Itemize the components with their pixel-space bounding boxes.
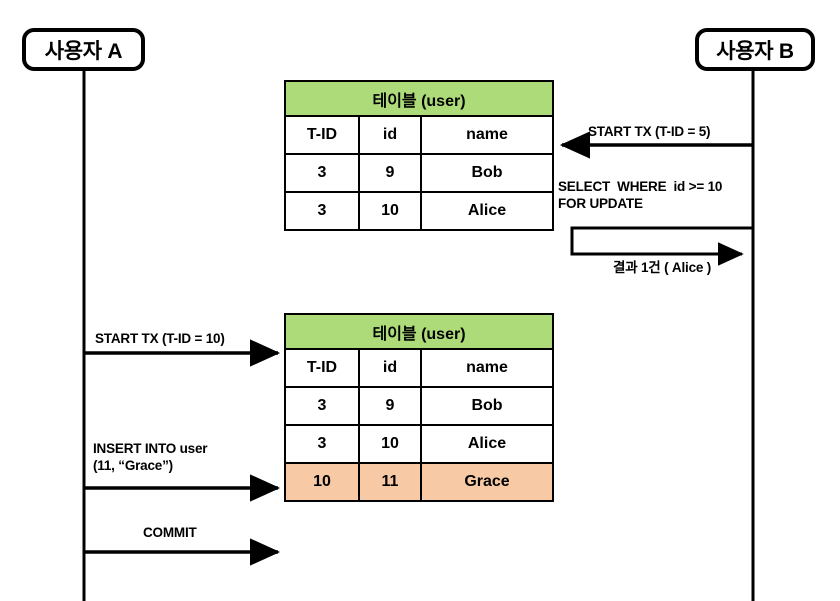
message-label-start-tx-10: START TX (T-ID = 10)	[95, 331, 225, 346]
message-label-commit: COMMIT	[143, 525, 197, 540]
table-row: 3 9 Bob	[284, 386, 554, 426]
table-row: 3 9 Bob	[284, 153, 554, 193]
cell-tid: 3	[284, 153, 360, 193]
actor-box-user-a[interactable]: 사용자 A	[22, 28, 145, 71]
cell-id: 11	[358, 462, 422, 502]
message-label-start-tx-5: START TX (T-ID = 5)	[588, 124, 711, 139]
table-row: 3 10 Alice	[284, 424, 554, 464]
cell-id: 9	[358, 386, 422, 426]
table-title-row: 테이블 (user)	[284, 80, 554, 117]
cell-name: Alice	[420, 191, 554, 231]
cell-id: 9	[358, 153, 422, 193]
table-title-row: 테이블 (user)	[284, 313, 554, 350]
column-header-tid: T-ID	[284, 348, 360, 388]
cell-name: Alice	[420, 424, 554, 464]
cell-tid: 3	[284, 386, 360, 426]
cell-name: Grace	[420, 462, 554, 502]
table-title: 테이블 (user)	[284, 80, 554, 117]
cell-id: 10	[358, 424, 422, 464]
actor-label-user-a: 사용자 A	[44, 39, 123, 63]
table-user-after-insert: 테이블 (user) T-ID id name 3 9 Bob 3 10 Ali…	[284, 313, 554, 502]
column-header-id: id	[358, 348, 422, 388]
column-header-name: name	[420, 115, 554, 155]
message-label-select-for-update: SELECT WHERE id >= 10 FOR UPDATE	[558, 179, 723, 211]
table-row-highlighted: 10 11 Grace	[284, 462, 554, 502]
table-row: 3 10 Alice	[284, 191, 554, 231]
cell-name: Bob	[420, 153, 554, 193]
message-label-insert-into-user: INSERT INTO user (11, “Grace”)	[93, 441, 208, 473]
cell-tid: 3	[284, 424, 360, 464]
table-user-initial: 테이블 (user) T-ID id name 3 9 Bob 3 10 Ali…	[284, 80, 554, 231]
cell-tid: 10	[284, 462, 360, 502]
actor-box-user-b[interactable]: 사용자 B	[695, 28, 815, 71]
column-header-id: id	[358, 115, 422, 155]
table-title: 테이블 (user)	[284, 313, 554, 350]
cell-tid: 3	[284, 191, 360, 231]
table-header-row: T-ID id name	[284, 348, 554, 388]
column-header-name: name	[420, 348, 554, 388]
actor-label-user-b: 사용자 B	[716, 39, 794, 63]
arrow-result-alice	[570, 226, 753, 266]
message-label-result-alice: 결과 1건 ( Alice )	[613, 260, 712, 275]
table-header-row: T-ID id name	[284, 115, 554, 155]
cell-name: Bob	[420, 386, 554, 426]
cell-id: 10	[358, 191, 422, 231]
column-header-tid: T-ID	[284, 115, 360, 155]
